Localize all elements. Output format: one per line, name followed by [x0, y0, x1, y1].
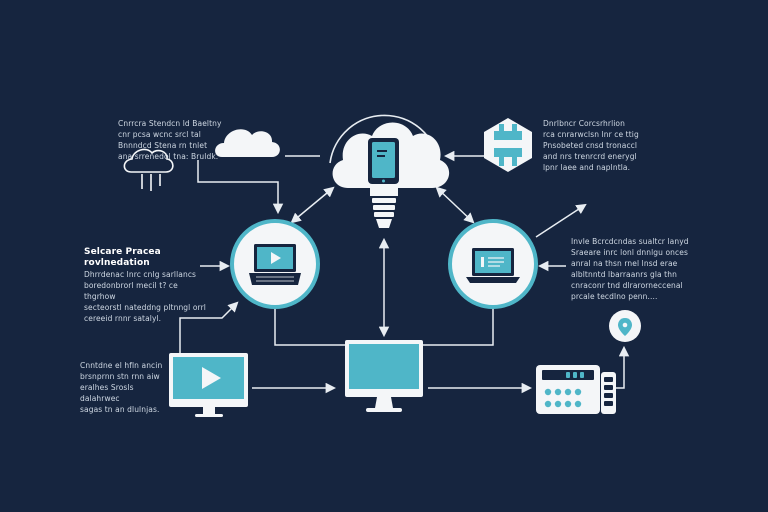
- arrow-bulb-left-node: [290, 186, 335, 224]
- desktop-monitor-icon: [345, 340, 423, 412]
- text-block-mid-left-title: Selcare Pracea rovlnedation: [84, 247, 161, 268]
- connectors: [179, 150, 630, 394]
- text-block-bottom-left: Cnntdne el hfln ancin brsnprnn stn rnn a…: [80, 361, 163, 414]
- location-pin-icon: [609, 310, 641, 342]
- arrow-bulb-right-node: [435, 186, 475, 224]
- text-block-top-left: Cnrrcra Stendcn ld Baeltny cnr pcsa wcnc…: [118, 119, 222, 161]
- control-panel-icon: [536, 365, 616, 414]
- line-right-node-to-monitor: [423, 307, 494, 346]
- text-block-mid-right: Invle Bcrcdcndas sualtcr lanyd Sraeare i…: [571, 237, 689, 301]
- cloud-icon: [215, 129, 280, 157]
- cloud-download-icon: [123, 148, 174, 191]
- arrow-clouddown-to-left-node: [197, 160, 284, 215]
- laptop-play-icon: [230, 219, 320, 309]
- monitor-play-icon: [169, 353, 248, 417]
- arrow-video-to-left-node: [179, 301, 239, 353]
- arrow-panel-to-pin: [614, 345, 630, 389]
- text-block-top-right: Dnrlbncr Corcsrhrlion rca cnrarwclsn lnr…: [543, 119, 639, 172]
- text-block-mid-left-body: Dhrrdenac lnrc cnlg sarllancs boredonbro…: [84, 270, 206, 323]
- cube-icon: [484, 118, 532, 172]
- line-left-node-to-monitor: [274, 307, 345, 346]
- laptop-document-icon: [448, 219, 538, 309]
- arrow-right-node-out: [535, 203, 587, 238]
- tablet-icon: [368, 138, 399, 184]
